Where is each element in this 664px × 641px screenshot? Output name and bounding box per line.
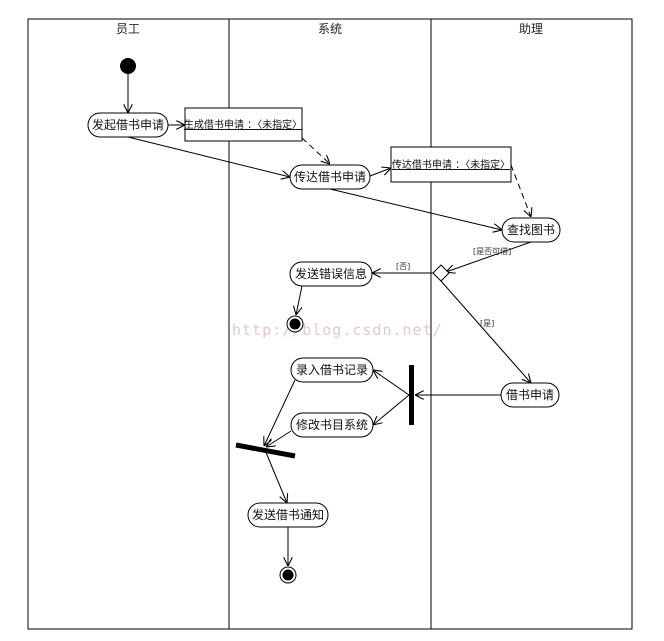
guard-no: [否] <box>396 262 410 271</box>
activity-relay-label: 传达借书申请 <box>294 169 366 184</box>
flow-decision-to-borrow <box>440 280 531 383</box>
guard-yes: [是] <box>480 319 494 328</box>
activity-borrow-apply-label: 借书申请 <box>506 388 554 402</box>
activity-send-error-label: 发送错误信息 <box>295 266 367 281</box>
object-relay-label: 传达借书申请 ：〈未指定〉 <box>392 158 510 171</box>
flow-fork-to-record <box>373 370 410 396</box>
lane-title-assistant: 助理 <box>519 22 543 36</box>
flow-error-to-final <box>296 285 303 315</box>
activity-record-label: 录入借书记录 <box>296 363 368 377</box>
flow-modify-to-join <box>266 430 292 447</box>
lane-title-system: 系统 <box>318 22 342 36</box>
object-generate[interactable] <box>184 107 303 142</box>
lane-title-employee: 员工 <box>116 22 140 36</box>
flow-relay-to-object <box>369 168 391 177</box>
activity-notify-label: 发送借书通知 <box>252 507 324 522</box>
flow-join-to-notify <box>264 449 287 503</box>
fork-bar <box>409 365 414 425</box>
watermark: http://blog.csdn.net/ <box>232 321 443 339</box>
flow-relay-to-search <box>329 188 502 230</box>
flow-object-to-search <box>510 164 531 217</box>
guard-available: [是否可借] <box>473 246 511 256</box>
activity-modify[interactable] <box>290 412 374 438</box>
activity-modify-label: 修改书目系统 <box>296 417 368 432</box>
activity-send-error[interactable] <box>289 261 373 287</box>
flow-fork-to-modify <box>373 394 410 425</box>
decision-node <box>432 264 450 282</box>
flow-generate-to-relay <box>301 137 330 164</box>
activity-record[interactable] <box>290 357 374 383</box>
object-generate-label: 生成借书申请 ：〈未指定〉 <box>184 118 302 131</box>
flow-search-to-decision <box>446 241 532 272</box>
activity-search-label: 查找图书 <box>507 223 555 237</box>
final-node-end-inner <box>282 569 294 581</box>
final-node-error-inner <box>289 318 301 330</box>
object-relay[interactable] <box>390 146 512 183</box>
initial-node <box>120 58 136 74</box>
activity-initiate-label: 发起借书申请 <box>92 117 164 132</box>
flow-record-to-join <box>264 379 296 446</box>
flow-initiate-to-relay <box>127 136 290 177</box>
swimlane-frame <box>27 18 633 630</box>
